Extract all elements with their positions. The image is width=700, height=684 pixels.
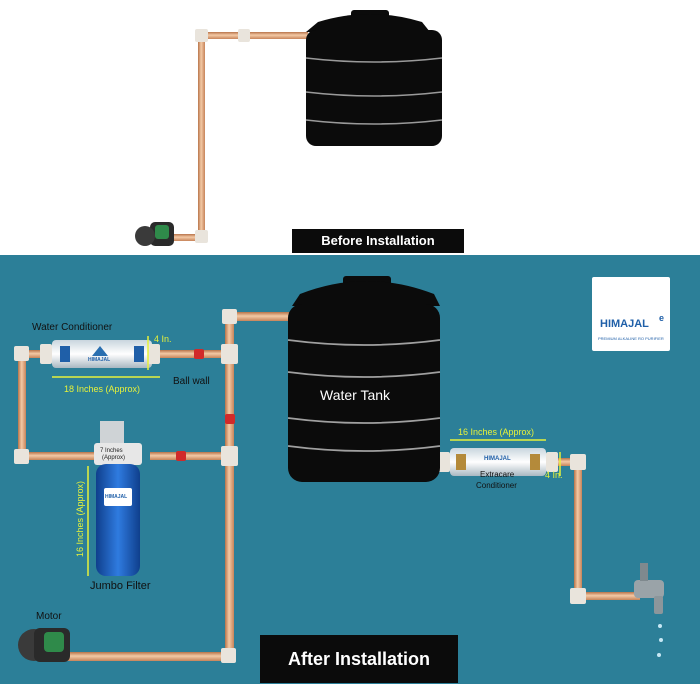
- before-motor-fan: [135, 226, 155, 246]
- before-installation-banner: Before Installation: [292, 229, 464, 253]
- himajal-logo-tagline: PREMIUM ALKALINE RO PURIFIER: [598, 336, 664, 341]
- filter-head: [94, 443, 142, 465]
- extracare-label-line1: Extracare: [480, 470, 515, 479]
- extracare-body: [450, 448, 546, 476]
- tap-spout: [654, 596, 663, 614]
- tank-inlet-pipe: [225, 312, 293, 321]
- motor-label: Motor: [36, 611, 62, 622]
- filter-housing: [96, 464, 140, 576]
- elbow-fitting-3: [14, 449, 29, 464]
- filter-logo-plate: [104, 488, 132, 506]
- tap-drop-pipe: [574, 458, 582, 598]
- before-tank: [305, 10, 443, 146]
- ball-valve-1: [194, 349, 204, 359]
- tap-body: [634, 580, 664, 598]
- elbow-fitting-2: [14, 346, 29, 361]
- water-tank-label: Water Tank: [320, 387, 391, 403]
- conditioner-length-dimension: 18 Inches (Approx): [64, 384, 141, 394]
- before-elbow-top: [195, 29, 208, 42]
- ball-valve-2: [176, 451, 186, 461]
- main-riser-pipe: [225, 318, 234, 658]
- filter-outlet-pipe: [150, 452, 230, 460]
- water-conditioner: [40, 340, 160, 368]
- himajal-logo: [592, 277, 670, 351]
- himajal-logo-name: HIMAJAL: [600, 318, 649, 330]
- filter-height-dimension: 16 Inches (Approx): [75, 480, 86, 558]
- extracare-diameter-dimension: 4 In.: [545, 470, 563, 480]
- filter-logo-text: HIMAJAL: [105, 494, 128, 500]
- extracare-logo-text: HIMAJAL: [484, 456, 511, 462]
- elbow-fitting-5: [570, 454, 586, 470]
- jumbo-filter: [94, 421, 142, 576]
- filter-top-dimension-line2: (Approx): [102, 455, 126, 461]
- conditioner-diameter-dimension: 4 In.: [154, 334, 172, 344]
- before-motor-cap: [155, 225, 169, 239]
- extracare-length-dimension: 16 Inches (Approx): [458, 427, 535, 437]
- ball-valve-3: [225, 414, 235, 424]
- before-motor: [135, 222, 174, 246]
- before-pipe-bottom: [172, 234, 204, 241]
- ball-wall-label: Ball wall: [173, 376, 210, 387]
- tee-fitting-2: [221, 446, 238, 466]
- conditioner-logo-text: HIMAJAL: [88, 357, 111, 363]
- tee-fitting-1: [221, 344, 238, 364]
- after-installation-banner: After Installation: [260, 635, 458, 683]
- filter-top-dimension-line1: 7 Inches: [100, 448, 123, 454]
- extracare-label-line2: Conditioner: [476, 481, 517, 490]
- tap: [634, 563, 664, 657]
- filter-mount: [100, 421, 124, 443]
- after-motor: [18, 628, 70, 662]
- before-tank-body: [306, 30, 442, 146]
- elbow-fitting-1: [222, 309, 237, 324]
- tap-handle: [640, 563, 648, 581]
- motor-outlet-pipe: [60, 652, 230, 661]
- before-pipe-top: [198, 32, 308, 39]
- jumbo-filter-label: Jumbo Filter: [90, 580, 151, 592]
- before-tank-top: [306, 14, 430, 32]
- himajal-logo-superscript: e: [659, 313, 665, 323]
- motor-cap: [44, 632, 64, 652]
- after-tank-top: [292, 281, 440, 306]
- before-pipe-riser: [198, 32, 205, 240]
- before-coupling: [238, 29, 250, 42]
- left-loop-pipe: [18, 350, 26, 458]
- elbow-fitting-4: [221, 648, 236, 663]
- before-pipes: [172, 29, 308, 243]
- before-elbow-bottom: [195, 230, 208, 243]
- water-conditioner-label: Water Conditioner: [32, 322, 113, 333]
- after-tank: [287, 276, 441, 482]
- filter-inlet-pipe: [18, 452, 108, 460]
- extracare-conditioner: [438, 448, 558, 476]
- dimension-lines: [52, 336, 561, 576]
- after-tank-body: [288, 304, 440, 482]
- tap-feed-pipe: [574, 592, 640, 600]
- elbow-fitting-6: [570, 588, 586, 604]
